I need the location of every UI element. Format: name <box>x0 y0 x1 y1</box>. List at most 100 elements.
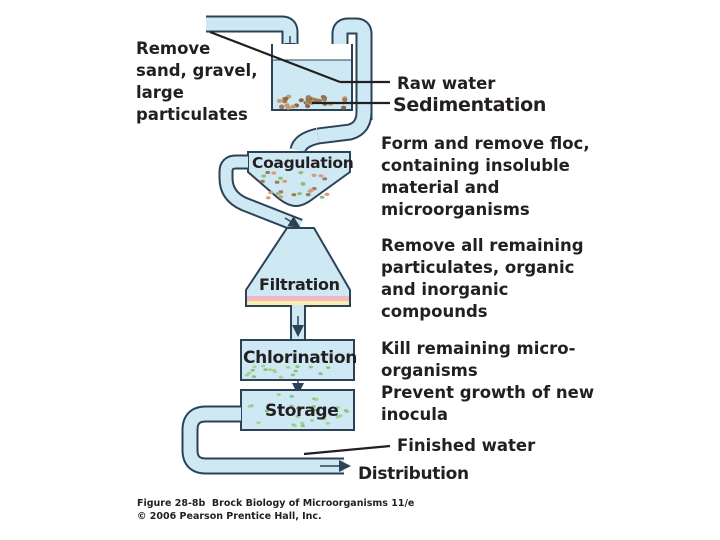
coagulation-bowl <box>247 151 351 208</box>
floc-particle <box>265 170 271 175</box>
chlorination-particle <box>251 375 257 378</box>
chlorination-particles <box>244 364 331 379</box>
label-filtration: Filtration <box>259 275 340 294</box>
storage-particle <box>289 404 294 408</box>
floc-particle <box>291 193 297 197</box>
storage-particle <box>321 417 327 421</box>
note-kill-micro: Kill remaining micro- organisms Prevent … <box>381 339 595 424</box>
floc-particle <box>265 196 271 200</box>
chlorination-particle <box>295 365 300 368</box>
chlorination-particle <box>250 368 255 372</box>
storage-particle <box>312 408 317 412</box>
sediment-particle <box>305 95 311 100</box>
floc-particle <box>319 195 325 199</box>
figure-credit-line1: Figure 28-8b Brock Biology of Microorgan… <box>137 498 415 509</box>
chlorination-particle <box>326 366 331 369</box>
chlorination-particle <box>293 369 298 373</box>
filter-layer-pink <box>247 296 349 301</box>
sedimentation-outlet-pipe <box>316 17 373 145</box>
chlorination-particle <box>263 368 268 371</box>
chlorination-particle <box>271 368 277 372</box>
note-remove-remaining: Remove all remaining particulates, organ… <box>381 236 584 321</box>
chlorination-particle <box>318 372 323 376</box>
floc-particle <box>300 182 306 186</box>
floc-particle <box>305 193 311 197</box>
storage-particle <box>296 406 301 410</box>
floc-particle <box>268 191 274 195</box>
filtration-unit <box>245 227 351 307</box>
sediment-particle <box>305 99 312 104</box>
note-remove-sand: Remove sand, gravel, large particulates <box>136 39 258 124</box>
chlorination-particle <box>285 365 291 369</box>
storage-particle <box>309 419 315 422</box>
label-coagulation: Coagulation <box>252 154 354 172</box>
storage-particle <box>343 409 348 412</box>
coagulation-side-pipe <box>218 154 303 233</box>
sediment-particle <box>342 97 348 102</box>
sediment-particle <box>290 104 296 109</box>
storage-tank <box>240 389 355 431</box>
sediment-particle <box>279 105 285 110</box>
sediment-particle <box>305 104 311 109</box>
storage-particle <box>314 398 319 401</box>
chlorination-particle <box>308 365 314 369</box>
sediment-particle <box>316 98 322 103</box>
floc-particle <box>271 171 277 175</box>
note-finished-water: Finished water <box>397 436 536 455</box>
chlorination-particle <box>290 373 296 377</box>
storage-particle <box>300 424 305 428</box>
floc-particle <box>297 192 302 196</box>
storage-particle <box>264 409 269 413</box>
chlorination-particle <box>260 364 266 368</box>
floc-particle <box>322 177 328 181</box>
storage-particle <box>289 395 294 398</box>
filter-layer-yellow <box>247 301 349 306</box>
chlorination-tank <box>240 339 355 381</box>
storage-particle <box>311 405 316 408</box>
storage-particles <box>247 393 350 428</box>
pipe-to-coagulation <box>289 127 321 153</box>
storage-particle <box>247 405 252 408</box>
figure-credit-line2: © 2006 Pearson Prentice Hall, Inc. <box>137 511 322 522</box>
sediment-particle <box>341 105 347 110</box>
sediment-particle <box>276 98 282 103</box>
chlorination-particle <box>252 365 257 369</box>
floc-particle <box>278 176 283 180</box>
sediment-particle <box>298 98 304 103</box>
sediment-particle <box>284 103 290 108</box>
floc-particles <box>260 170 330 200</box>
floc-particle <box>260 179 265 183</box>
chlorination-particle <box>267 368 273 371</box>
chlorination-particle <box>278 375 284 379</box>
label-distribution: Distribution <box>358 464 469 484</box>
storage-particle <box>325 421 331 425</box>
leader-finished-water <box>303 444 391 456</box>
chlorination-particle <box>246 371 252 375</box>
distribution-pipe <box>181 405 351 475</box>
floc-particle <box>278 195 284 199</box>
floc-particle <box>261 174 267 178</box>
storage-particle <box>256 421 261 425</box>
floc-particle <box>309 188 314 192</box>
storage-particle <box>292 424 297 428</box>
note-form-floc: Form and remove floc, containing insolub… <box>381 134 590 219</box>
storage-particle <box>276 393 281 397</box>
sedimentation-tank <box>271 44 353 111</box>
leader-lines <box>209 30 391 456</box>
floc-particle <box>274 180 280 184</box>
floc-particle <box>311 173 317 177</box>
label-storage: Storage <box>265 401 339 421</box>
storage-particle <box>335 405 341 409</box>
note-raw-water: Raw water <box>397 74 496 93</box>
floc-particle <box>275 192 281 196</box>
storage-particle <box>295 415 300 418</box>
sediment-particle <box>283 96 289 101</box>
storage-particle <box>300 421 305 425</box>
sediment-particle <box>312 98 318 102</box>
leader-remove-sand <box>209 30 341 84</box>
label-sedimentation: Sedimentation <box>393 94 547 116</box>
floc-particle <box>324 192 330 196</box>
storage-particle <box>335 415 340 419</box>
